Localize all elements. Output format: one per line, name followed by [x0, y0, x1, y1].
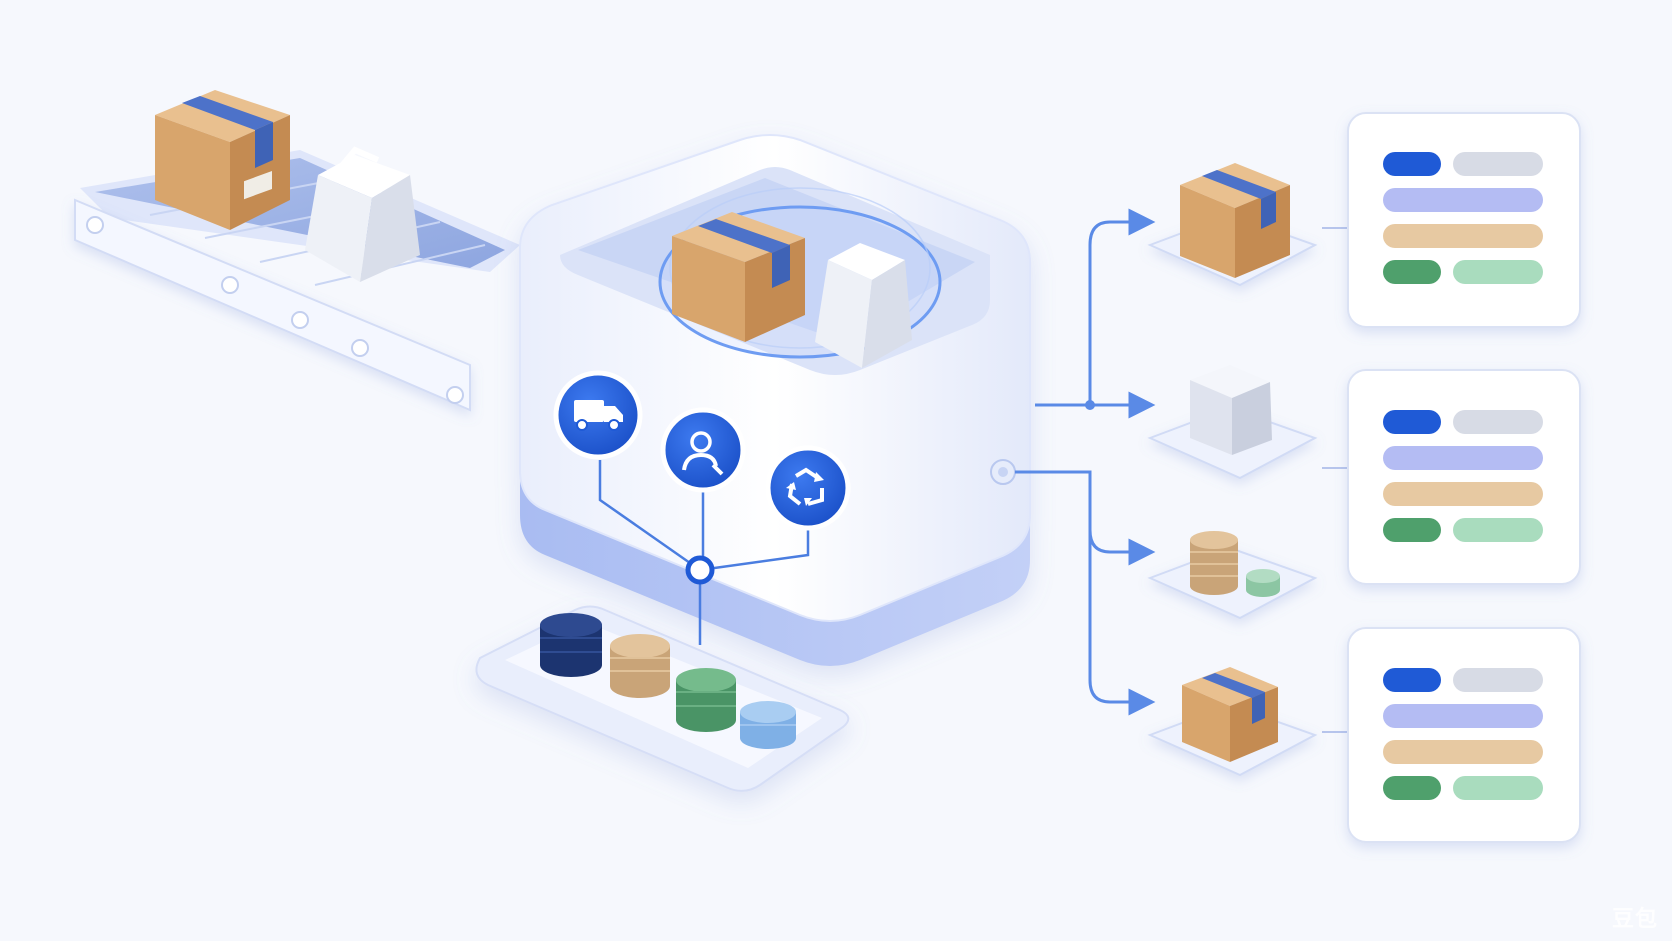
sorting-machine — [519, 134, 1031, 666]
junction-node — [685, 555, 715, 585]
routing-lines — [1015, 208, 1156, 716]
output-tray-box — [1147, 163, 1318, 287]
watermark: 豆包 — [1611, 906, 1658, 931]
cardboard-box-icon — [155, 90, 290, 230]
coin-stack-light-blue — [740, 701, 796, 749]
output-tray-coins — [1147, 531, 1318, 620]
recycle-icon[interactable] — [765, 445, 851, 531]
detail-card-1 — [1347, 112, 1581, 328]
detail-card-3 — [1347, 627, 1581, 843]
paper-bag-icon — [815, 243, 912, 368]
coin-stack-navy — [540, 613, 602, 677]
detail-card-2 — [1347, 369, 1581, 585]
coin-stack-green — [676, 668, 736, 732]
output-port — [990, 459, 1016, 485]
delivery-truck-icon[interactable] — [553, 370, 643, 460]
conveyor-belt — [74, 150, 520, 412]
coin-stack-tan — [610, 634, 670, 698]
output-tray-package — [1147, 365, 1318, 480]
paper-bag-icon — [305, 146, 420, 282]
user-search-icon[interactable] — [660, 407, 746, 493]
output-tray-box-2 — [1147, 667, 1318, 777]
cardboard-box-icon — [672, 212, 805, 342]
